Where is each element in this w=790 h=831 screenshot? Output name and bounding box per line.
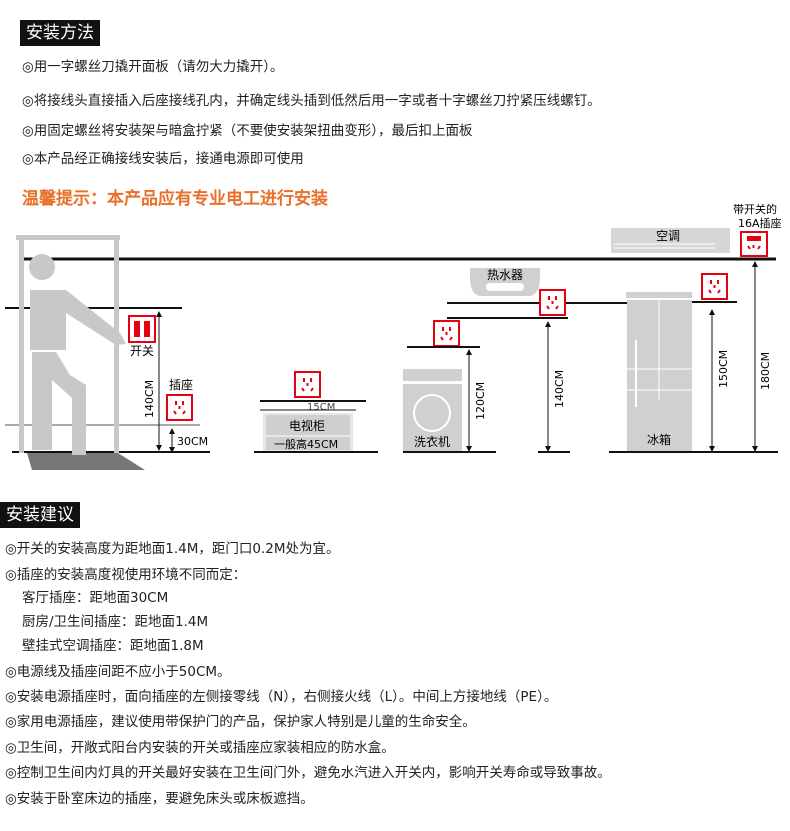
tv-height-label-bg: [266, 437, 350, 450]
switched-socket-icon-ac: [740, 231, 768, 257]
tv-gap-label: 15CM: [307, 402, 335, 413]
advice-item: ◎开关的安装高度为距地面1.4M，距门口0.2M处为宜。: [5, 540, 340, 558]
advice-item: ◎电源线及插座间距不应小于50CM。: [5, 663, 231, 681]
height-label-socket: 30CM: [177, 435, 208, 448]
advice-item: ◎卫生间，开敞式阳台内安装的开关或插座应家装相应的防水盒。: [5, 739, 395, 757]
installation-height-diagram: 开关 140CM 插座 30CM 15CM 电视柜 一般高45CM 洗衣机 12…: [5, 202, 782, 470]
height-label-fridge: 150CM: [717, 350, 730, 388]
advice-text: 控制卫生间内灯具的开关最好安装在卫生间门外，避免水汽进入开关内，影响开关寿命或导…: [16, 765, 611, 781]
install-step-text: 用固定螺丝将安装架与暗盒拧紧（不要使安装架扭曲变形），最后扣上面板: [33, 123, 473, 139]
warning-text: 温馨提示：本产品应有专业电工进行安装: [22, 189, 328, 209]
install-step: ◎用一字螺丝刀撬开面板（请勿大力撬开）。: [22, 58, 284, 76]
height-label-ac: 180CM: [759, 352, 772, 390]
advice-text: 卫生间，开敞式阳台内安装的开关或插座应家装相应的防水盒。: [16, 740, 395, 756]
advice-text: 安装于卧室床边的插座，要避免床头或床板遮挡。: [16, 791, 314, 807]
advice-item: ◎控制卫生间内灯具的开关最好安装在卫生间门外，避免水汽进入开关内，影响开关寿命或…: [5, 764, 611, 782]
advice-text: 厨房/卫生间插座：距地面1.4M: [22, 614, 209, 630]
door-frame-icon: [16, 235, 120, 453]
advice-text: 家用电源插座，建议使用带保护门的产品，保护家人特别是儿童的生命安全。: [16, 714, 476, 730]
install-step-text: 用一字螺丝刀撬开面板（请勿大力撬开）。: [33, 59, 284, 75]
washer-door: [413, 394, 451, 432]
section-title-install-method: 安装方法: [20, 20, 100, 46]
ac-socket-label-1: 带开关的: [733, 202, 777, 216]
advice-text: 客厅插座：距地面30CM: [22, 590, 169, 606]
section-title-install-advice: 安装建议: [0, 502, 80, 528]
bullet-icon: ◎: [22, 151, 34, 167]
fridge-top: [626, 292, 692, 298]
advice-item: 壁挂式空调插座：距地面1.8M: [22, 637, 204, 655]
socket-label: 插座: [169, 377, 193, 392]
washer-top: [403, 369, 462, 381]
advice-text: 插座的安装高度视使用环境不同而定：: [16, 567, 247, 583]
bullet-icon: ◎: [5, 791, 17, 807]
advice-text: 电源线及插座间距不应小于50CM。: [16, 664, 231, 680]
advice-item: 客厅插座：距地面30CM: [22, 589, 168, 607]
advice-item: ◎家用电源插座，建议使用带保护门的产品，保护家人特别是儿童的生命安全。: [5, 713, 476, 731]
socket-icon-fridge: [701, 273, 728, 300]
advice-text: 安装电源插座时，面向插座的左侧接零线（N），右侧接火线（L）。中间上方接地线（P…: [16, 689, 558, 705]
advice-text: 开关的安装高度为距地面1.4M，距门口0.2M处为宜。: [16, 541, 340, 557]
tv-cabinet-label: 电视柜: [289, 418, 325, 433]
person-icon: [29, 254, 126, 455]
socket-icon-living: [166, 394, 193, 421]
install-step: ◎将接线头直接插入后座接线孔内，并确定线头插到低然后用一字或者十字螺丝刀拧紧压线…: [22, 92, 601, 110]
ac-icon: [611, 228, 730, 253]
bullet-icon: ◎: [5, 714, 17, 730]
water-heater-window: [486, 283, 524, 291]
switch-label: 开关: [130, 344, 154, 358]
height-label-switch: 140CM: [143, 380, 156, 418]
install-step-text: 将接线头直接插入后座接线孔内，并确定线头插到低然后用一字或者十字螺丝刀拧紧压线螺…: [33, 93, 601, 109]
tv-cabinet-label-bg: [266, 415, 350, 435]
advice-text: 壁挂式空调插座：距地面1.8M: [22, 638, 204, 654]
ac-socket-label-2: 16A插座: [738, 216, 782, 230]
bullet-icon: ◎: [5, 765, 17, 781]
socket-icon-kitchen: [539, 289, 566, 316]
advice-item: ◎插座的安装高度视使用环境不同而定：: [5, 566, 246, 584]
water-heater-label: 热水器: [487, 268, 523, 282]
washer-label: 洗衣机: [414, 434, 450, 449]
bullet-icon: ◎: [5, 740, 17, 756]
bullet-icon: ◎: [5, 689, 17, 705]
socket-icon-tv: [294, 371, 321, 398]
fridge-label: 冰箱: [647, 432, 671, 447]
height-label-kitchen: 140CM: [553, 370, 566, 408]
advice-item: 厨房/卫生间插座：距地面1.4M: [22, 613, 208, 631]
advice-item: ◎安装于卧室床边的插座，要避免床头或床板遮挡。: [5, 790, 314, 808]
switch-icon: [128, 315, 156, 343]
doormat: [27, 453, 145, 470]
bullet-icon: ◎: [22, 59, 34, 75]
height-label-washer: 120CM: [474, 382, 487, 420]
install-step-text: 本产品经正确接线安装后，接通电源即可使用: [33, 151, 304, 167]
bullet-icon: ◎: [5, 664, 17, 680]
ac-label: 空调: [656, 229, 680, 243]
advice-item: ◎安装电源插座时，面向插座的左侧接零线（N），右侧接火线（L）。中间上方接地线（…: [5, 688, 557, 706]
bullet-icon: ◎: [22, 123, 34, 139]
install-step: ◎用固定螺丝将安装架与暗盒拧紧（不要使安装架扭曲变形），最后扣上面板: [22, 122, 473, 140]
bullet-icon: ◎: [5, 541, 17, 557]
socket-icon-washer: [433, 320, 460, 347]
bullet-icon: ◎: [22, 93, 34, 109]
install-step: ◎本产品经正确接线安装后，接通电源即可使用: [22, 150, 304, 168]
tv-height-label: 一般高45CM: [274, 437, 338, 451]
bullet-icon: ◎: [5, 567, 17, 583]
